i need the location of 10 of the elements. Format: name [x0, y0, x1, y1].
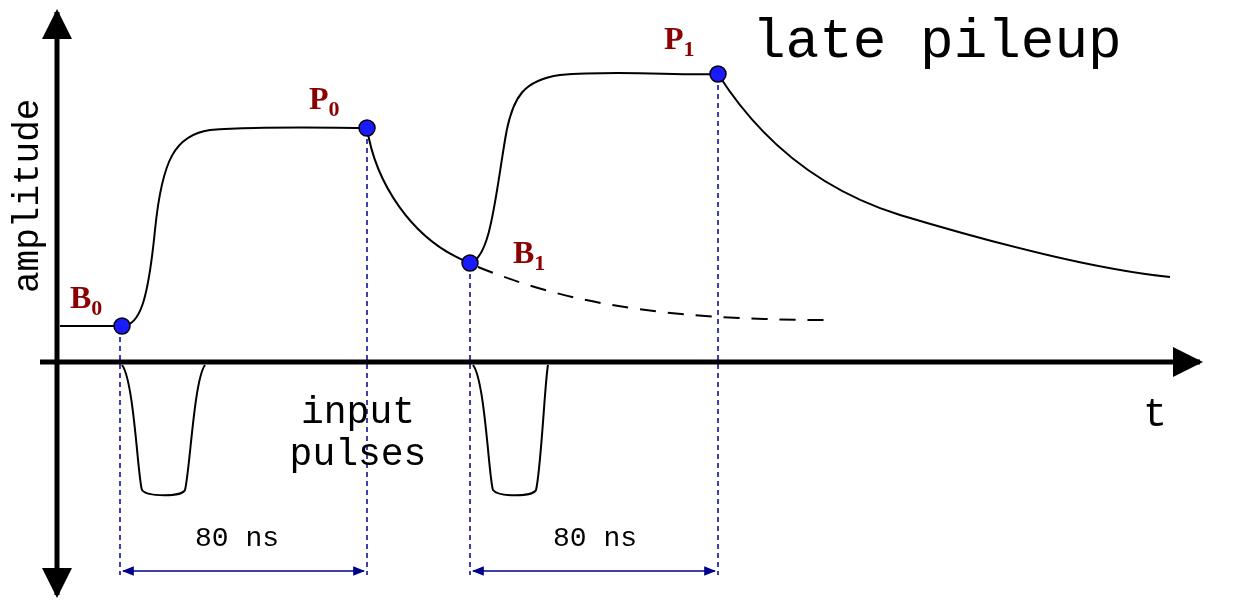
point-label: B$_{0}$ — [70, 281, 103, 320]
dimension-label: 80 ns — [553, 525, 637, 553]
point-label: P$_{1}$ — [664, 22, 695, 61]
point-label: P$_{0}$ — [309, 82, 340, 121]
point-label: B$_{1}$ — [513, 236, 546, 275]
diagram-title: late pileup — [752, 14, 1122, 70]
axis-label: t — [1143, 396, 1167, 436]
dimension-label: 80 ns — [195, 525, 279, 553]
annotation-text: input pulses — [288, 392, 428, 476]
axis-label: amplitude — [11, 103, 47, 293]
